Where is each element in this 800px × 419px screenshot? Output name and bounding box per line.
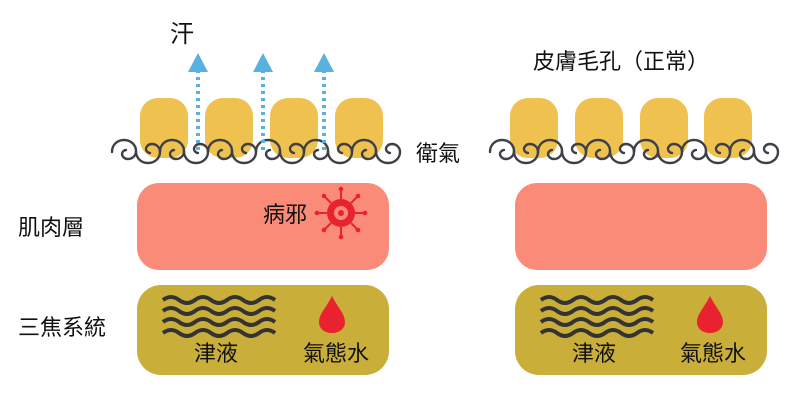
right-panel (488, 98, 780, 375)
skin-cell (575, 98, 623, 158)
right-skin-cells (510, 98, 752, 158)
sweat-label: 汗 (170, 20, 194, 48)
left-water-drop-icon (319, 296, 345, 333)
skin-cell (205, 98, 253, 158)
pathogen-label: 病邪 (263, 203, 308, 228)
skin-cell (510, 98, 558, 158)
skin-cell (270, 98, 318, 158)
left-fluids-label: 津液 (194, 342, 239, 367)
wei-qi-label: 衛氣 (416, 142, 461, 167)
san-jiao-label: 三焦系統 (18, 316, 107, 341)
pore-normal-title: 皮膚毛孔（正常） (533, 50, 710, 75)
left-vapor-water-label: 氣態水 (303, 342, 370, 367)
right-fluids-wave-icon (539, 295, 655, 338)
skin-cell (704, 98, 752, 158)
left-panel (110, 53, 402, 375)
right-fluids-label: 津液 (572, 342, 617, 367)
right-muscle-layer (515, 183, 767, 270)
left-muscle-layer (137, 183, 389, 270)
left-fluids-wave-icon (161, 295, 277, 338)
sweat-arrow-icon (188, 53, 334, 150)
right-vapor-water-label: 氣態水 (680, 342, 747, 367)
right-water-drop-icon (697, 296, 723, 333)
muscle-layer-label: 肌肉層 (18, 216, 85, 241)
pathogen-virus-icon (314, 186, 368, 240)
